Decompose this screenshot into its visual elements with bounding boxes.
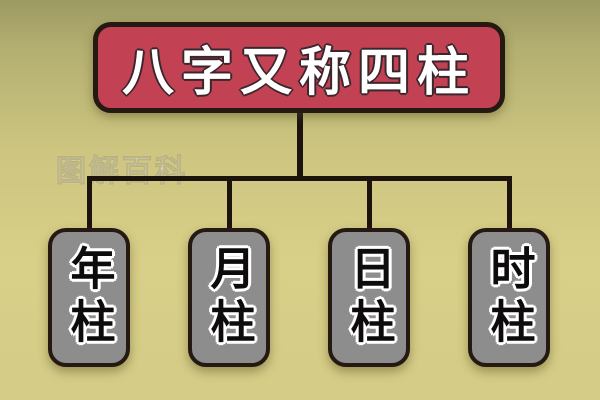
connector-drop-month bbox=[227, 179, 232, 231]
node-day-pillar-label: 日柱 bbox=[342, 244, 396, 351]
watermark-text: 图解百科 bbox=[56, 154, 188, 190]
node-year-pillar-label: 年柱 bbox=[62, 244, 116, 351]
node-year-pillar: 年柱 bbox=[48, 228, 130, 367]
node-month-pillar-label: 月柱 bbox=[202, 244, 256, 351]
node-hour-pillar: 时柱 bbox=[468, 228, 550, 367]
node-month-pillar: 月柱 bbox=[188, 228, 270, 367]
node-hour-pillar-label: 时柱 bbox=[482, 244, 536, 351]
connector-drop-day bbox=[367, 179, 372, 231]
connector-horizontal bbox=[87, 176, 512, 181]
root-node: 八字又称四柱 bbox=[93, 22, 505, 113]
root-node-label: 八字又称四柱 bbox=[121, 43, 476, 103]
connector-root-vertical bbox=[297, 109, 303, 179]
connector-drop-year bbox=[87, 179, 92, 231]
connector-drop-hour bbox=[507, 179, 512, 231]
node-day-pillar: 日柱 bbox=[328, 228, 410, 367]
